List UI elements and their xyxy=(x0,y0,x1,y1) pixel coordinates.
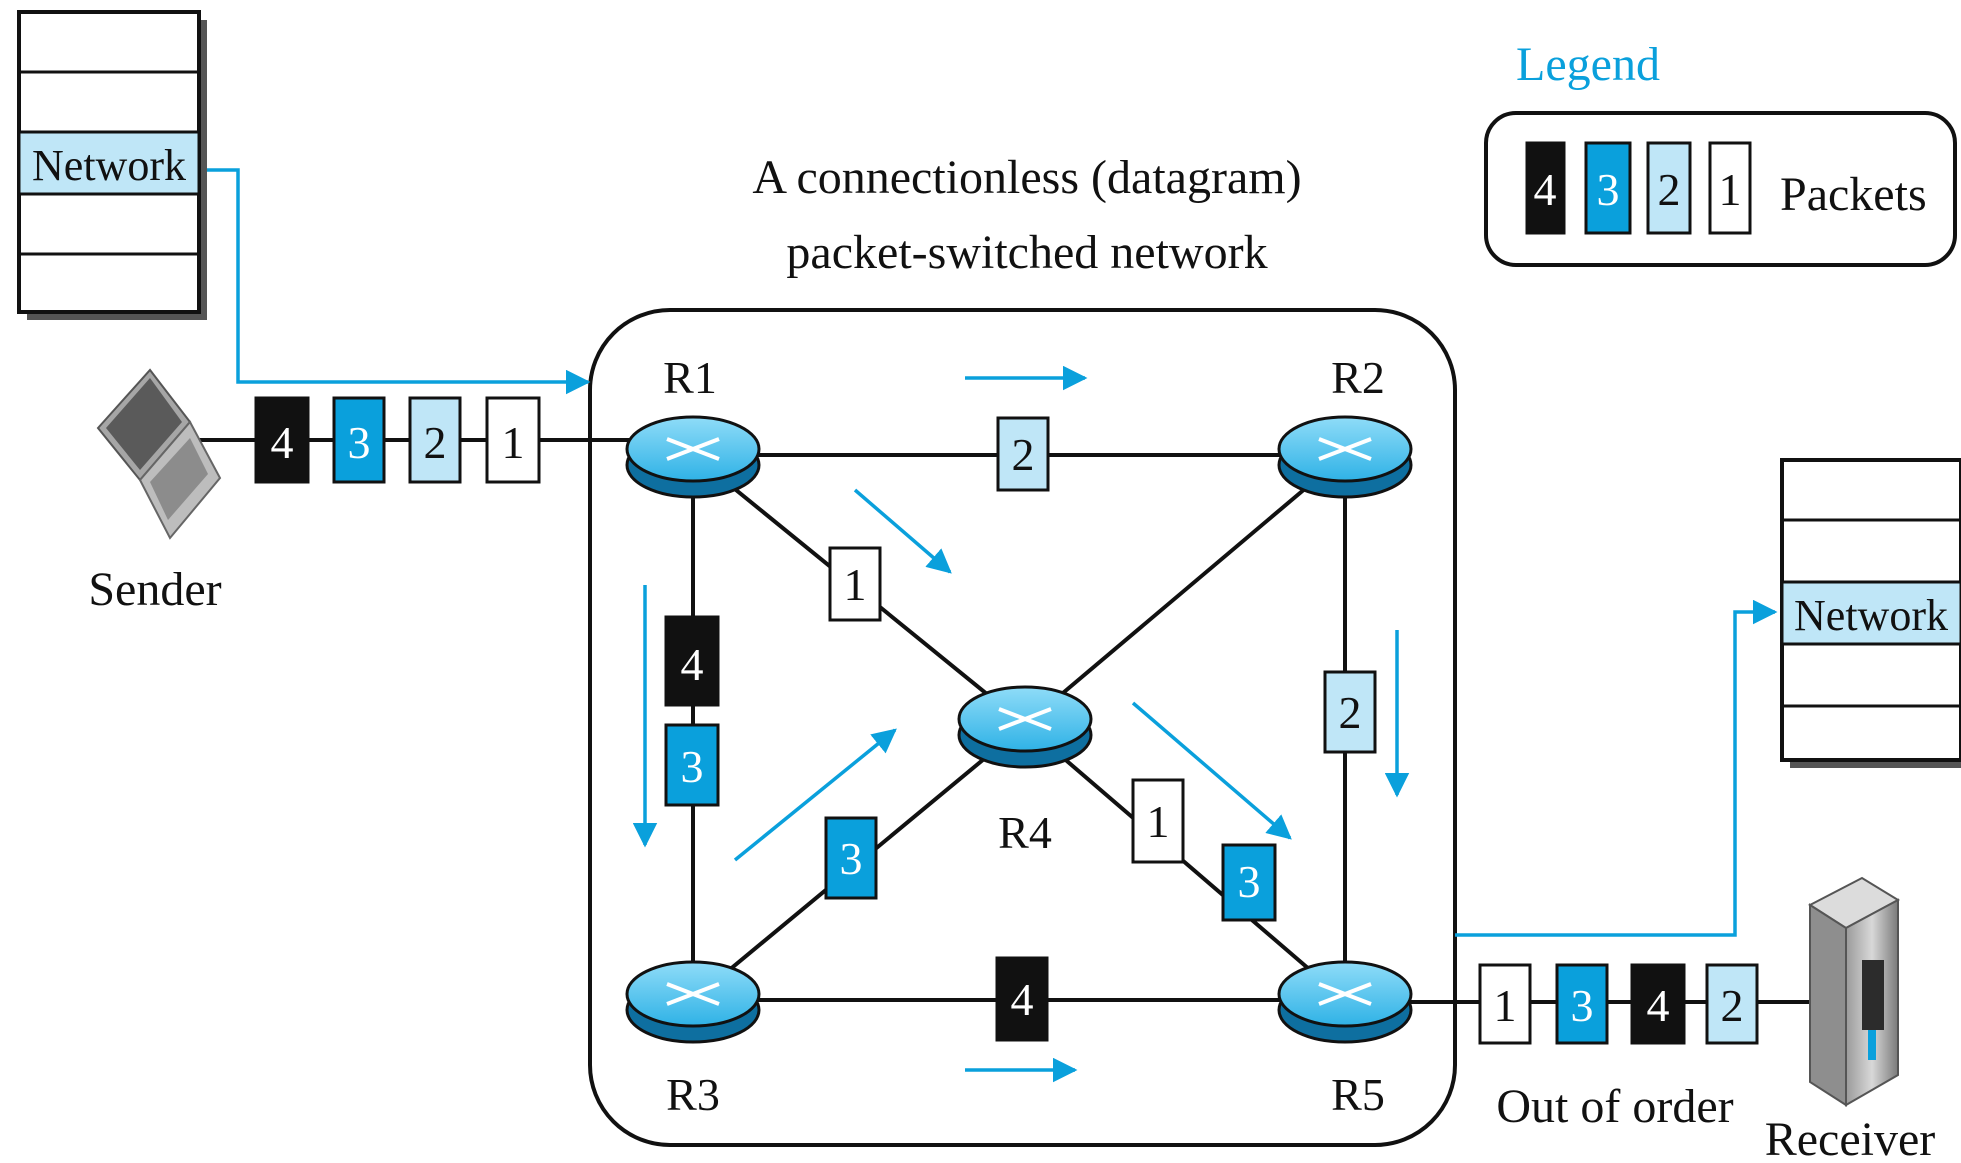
packet-r2-r5: 2 xyxy=(1323,670,1377,754)
svg-text:1: 1 xyxy=(1147,796,1170,847)
legend-packet-4: 4 xyxy=(1525,141,1566,235)
legend-heading: Legend xyxy=(1516,38,1660,91)
svg-text:3: 3 xyxy=(348,417,371,468)
packet-r3-r4: 3 xyxy=(824,816,878,900)
svg-text:1: 1 xyxy=(1719,164,1742,215)
sender-network-layer xyxy=(17,130,201,196)
packet-r1-r3-second: 3 xyxy=(664,723,720,807)
receiver-packet-1: 1 xyxy=(1478,963,1532,1045)
receiver-packet-3: 3 xyxy=(1555,963,1609,1045)
sender-protocol-stack: Network xyxy=(17,10,207,320)
router-r1-label: R1 xyxy=(663,352,717,403)
router-r5 xyxy=(1277,960,1413,1044)
sender-stack-to-network-arrow xyxy=(207,168,591,395)
svg-text:2: 2 xyxy=(1339,687,1362,738)
svg-text:1: 1 xyxy=(1494,980,1517,1031)
svg-text:2: 2 xyxy=(1012,429,1035,480)
sender-packet-1: 1 xyxy=(485,396,541,484)
receiver-network-layer xyxy=(1780,580,1961,646)
network-to-receiver-stack-arrow xyxy=(1455,599,1778,937)
packet-r4-r5-second: 3 xyxy=(1221,843,1277,922)
svg-text:3: 3 xyxy=(1597,164,1620,215)
svg-text:3: 3 xyxy=(681,741,704,792)
router-cross-icon xyxy=(998,707,1052,731)
legend-label: Packets xyxy=(1780,168,1927,221)
diagram-title-line1: A connectionless (datagram) xyxy=(752,151,1301,204)
receiver-packet-4: 4 xyxy=(1630,963,1686,1045)
sender-packet-3: 3 xyxy=(332,396,386,484)
packet-r1-r3-first: 4 xyxy=(664,615,720,707)
out-of-order-label: Out of order xyxy=(1496,1080,1733,1133)
sender-packet-4: 4 xyxy=(254,396,310,484)
receiver-protocol-stack: Network xyxy=(1780,458,1961,768)
svg-text:4: 4 xyxy=(1534,164,1557,215)
svg-text:1: 1 xyxy=(844,559,867,610)
router-r4 xyxy=(957,685,1093,769)
router-cross-icon xyxy=(666,437,720,461)
sender-packet-2: 2 xyxy=(408,396,462,484)
packet-r1-r4: 1 xyxy=(828,546,882,622)
sender-packet-queue: 4 3 2 1 xyxy=(254,396,541,484)
svg-text:4: 4 xyxy=(1647,980,1670,1031)
svg-text:1: 1 xyxy=(502,417,525,468)
router-cross-icon xyxy=(666,982,720,1006)
packet-r1-r2: 2 xyxy=(996,416,1050,492)
router-cross-icon xyxy=(1318,982,1372,1006)
svg-text:4: 4 xyxy=(1011,974,1034,1025)
svg-text:2: 2 xyxy=(1658,164,1681,215)
packet-r3-r5: 4 xyxy=(995,956,1049,1042)
flow-arrow-r4-r5 xyxy=(1131,701,1292,840)
legend-packet-3: 3 xyxy=(1584,141,1632,235)
router-r3-label: R3 xyxy=(666,1069,720,1120)
flow-arrow-r3-r4 xyxy=(733,728,897,862)
svg-text:4: 4 xyxy=(271,417,294,468)
receiver-network-layer-label: Network xyxy=(1794,591,1948,640)
svg-text:3: 3 xyxy=(1238,856,1261,907)
router-r1 xyxy=(625,415,761,499)
svg-text:3: 3 xyxy=(840,833,863,884)
packet-r4-r5-first: 1 xyxy=(1131,778,1185,864)
receiver-server-icon xyxy=(1808,876,1901,1107)
router-r2-label: R2 xyxy=(1331,352,1385,403)
legend-packet-1: 1 xyxy=(1708,141,1752,235)
receiver-packet-2: 2 xyxy=(1705,963,1759,1045)
router-r3 xyxy=(625,960,761,1044)
router-cross-icon xyxy=(1318,437,1372,461)
router-r2 xyxy=(1277,415,1413,499)
sender-label: Sender xyxy=(88,563,221,616)
flow-arrow-r1-r4 xyxy=(853,488,952,574)
flow-arrows xyxy=(207,168,1778,1083)
svg-text:3: 3 xyxy=(1571,980,1594,1031)
svg-text:2: 2 xyxy=(1721,980,1744,1031)
router-r4-label: R4 xyxy=(998,807,1052,858)
diagram-title-line2: packet-switched network xyxy=(786,226,1267,279)
network-boundary xyxy=(588,308,1457,1147)
sender-network-layer-label: Network xyxy=(32,141,186,190)
svg-text:2: 2 xyxy=(424,417,447,468)
receiver-label: Receiver xyxy=(1765,1113,1936,1163)
router-r5-label: R5 xyxy=(1331,1069,1385,1120)
sender-laptop-icon xyxy=(96,368,222,540)
legend-packet-2: 2 xyxy=(1646,141,1692,235)
receiver-packet-queue: 1 3 4 2 xyxy=(1478,963,1759,1045)
svg-text:4: 4 xyxy=(681,639,704,690)
